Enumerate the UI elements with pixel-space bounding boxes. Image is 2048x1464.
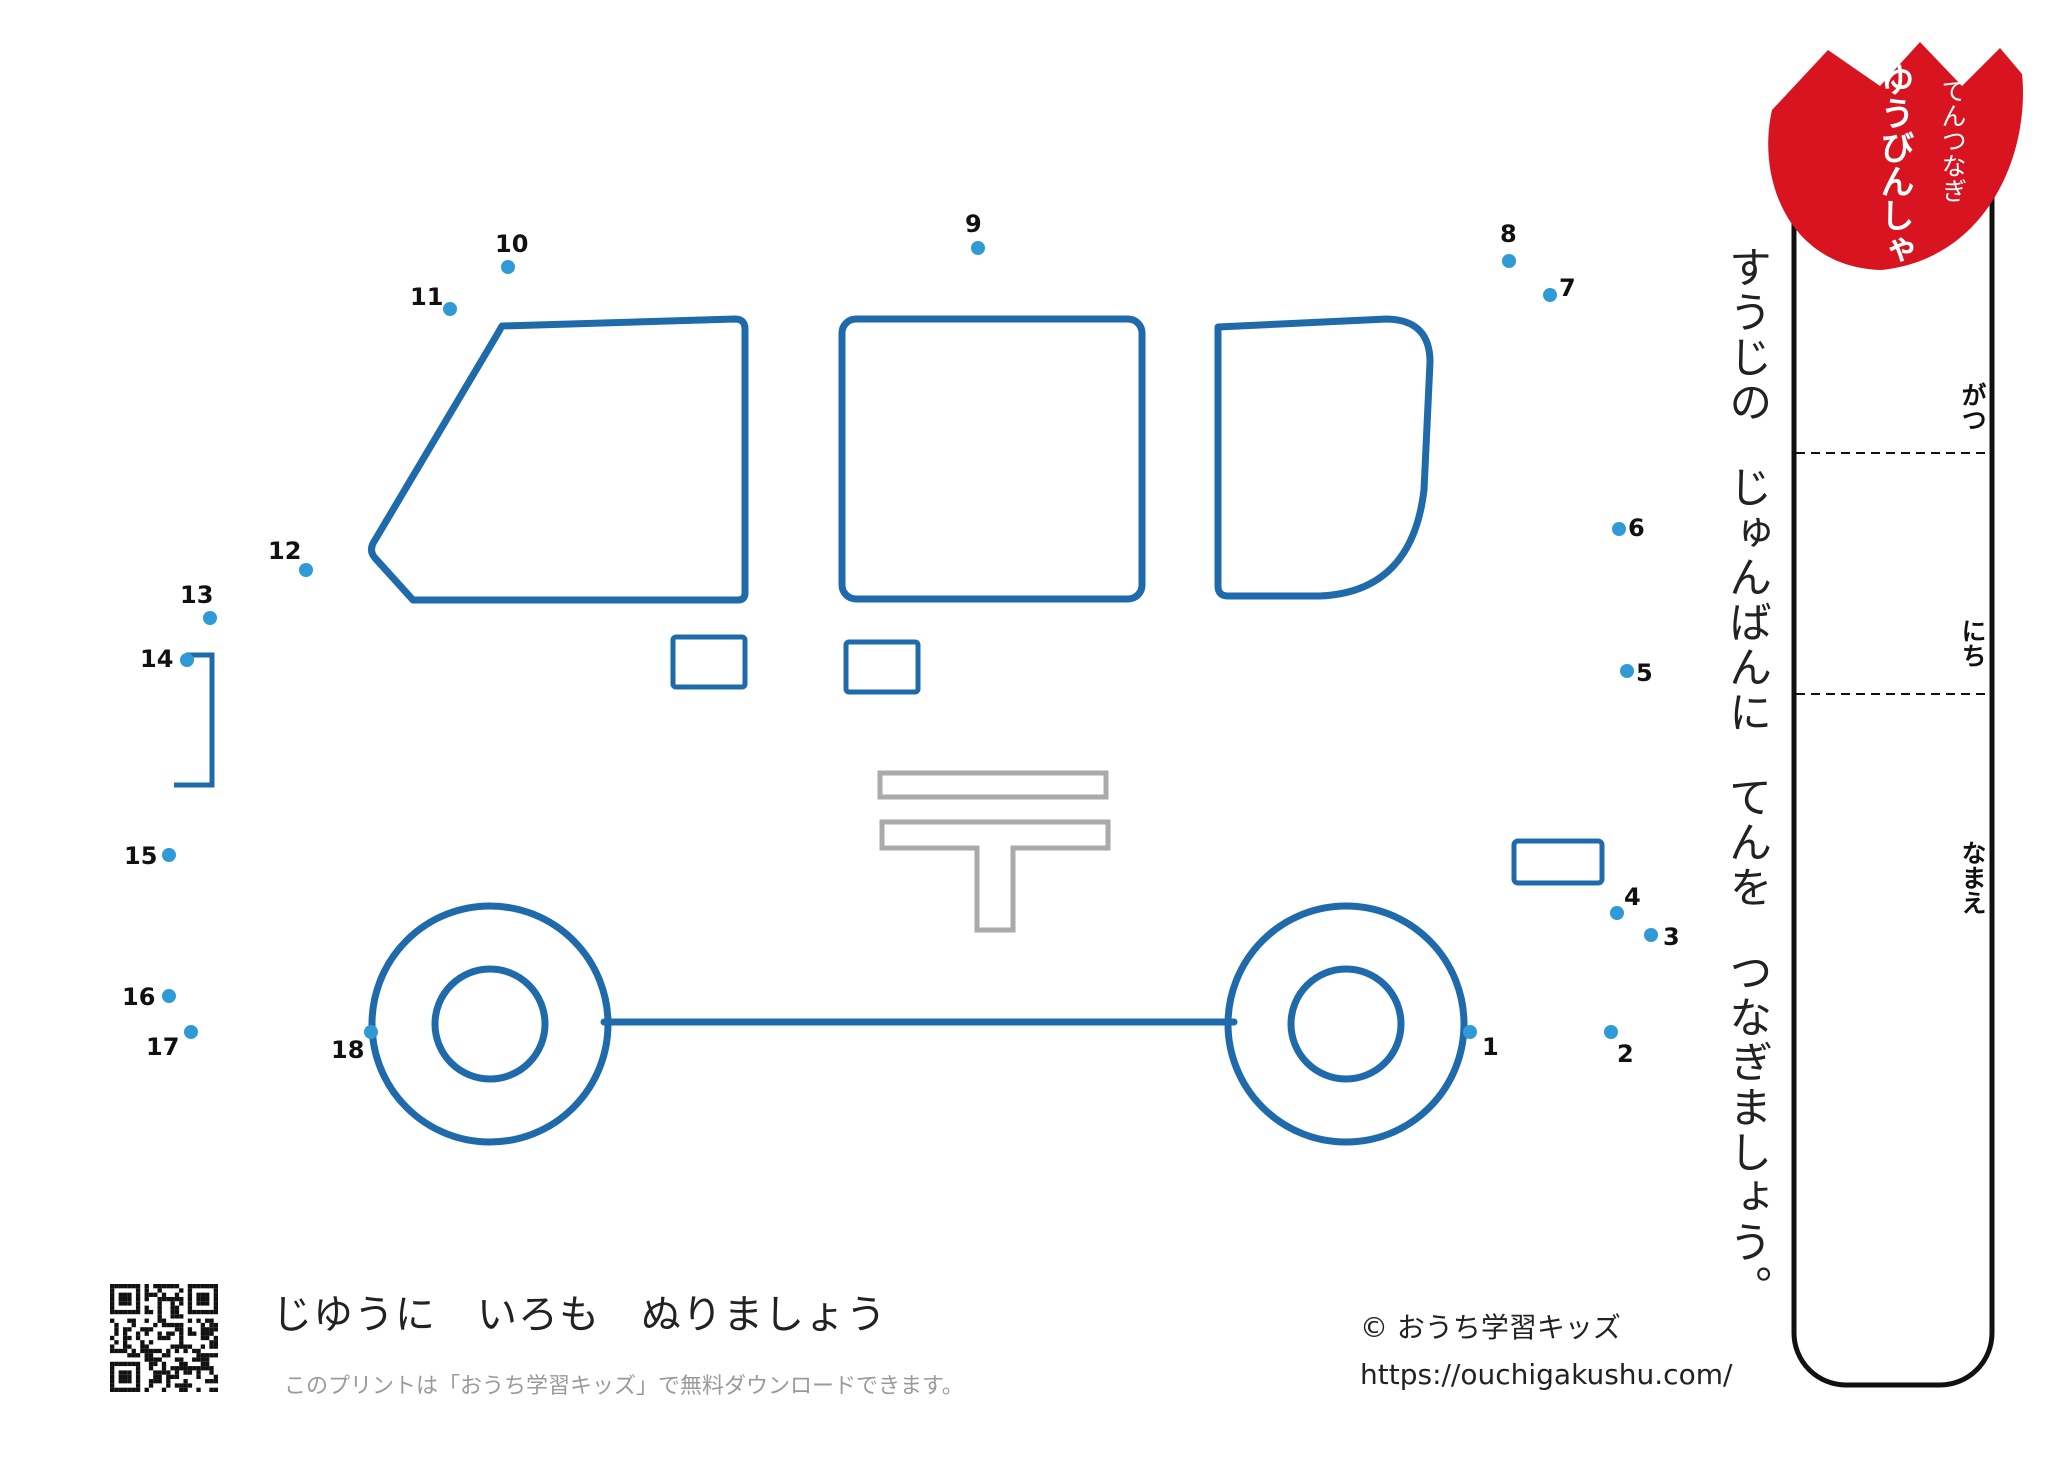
van-front-wheel-hub (431, 965, 549, 1083)
van-outline (174, 315, 1605, 1146)
dot-1 (1463, 1025, 1477, 1039)
dot-label-8: 8 (1500, 220, 1517, 248)
instruction-line-2: じゅんばんに (1721, 465, 1772, 735)
dot-label-7: 7 (1559, 274, 1576, 302)
dot-label-3: 3 (1663, 923, 1680, 951)
download-note: このプリントは「おうち学習キッズ」で無料ダウンロードできます。 (284, 1374, 964, 1399)
dot-label-15: 15 (124, 842, 157, 870)
dot-10 (501, 260, 515, 274)
instruction-line-3: てんを (1721, 775, 1772, 910)
dot-11 (443, 302, 457, 316)
van-rear-wheel-tire (1224, 902, 1468, 1146)
instruction-text: すうじのじゅんばんにてんをつなぎましょう。 (1720, 245, 1772, 1310)
dot-9 (971, 241, 985, 255)
copyright-text: © おうち学習キッズ (1360, 1311, 1621, 1344)
dot-12 (299, 563, 313, 577)
van-front-wheel-tire (368, 902, 612, 1146)
instruction-line-4: つなぎましょう。 (1721, 950, 1772, 1310)
qr-code-icon (110, 1284, 218, 1392)
van-rear-window (1214, 315, 1434, 600)
dot-label-9: 9 (965, 210, 982, 238)
dot-2 (1604, 1025, 1618, 1039)
dot-label-17: 17 (146, 1033, 179, 1061)
dot-label-4: 4 (1624, 883, 1641, 911)
dot-label-11: 11 (410, 283, 443, 311)
name-box-frame (1791, 137, 1995, 1388)
dot-4 (1610, 906, 1624, 920)
badge-subtitle: てんつなぎ (1938, 78, 1967, 203)
name-field-label: なまえ (1958, 840, 1987, 915)
van-door-handle-front (670, 634, 748, 690)
dot-8 (1502, 254, 1516, 268)
van-door-handle-middle (843, 639, 921, 695)
dot-13 (203, 611, 217, 625)
dot-18 (364, 1025, 378, 1039)
dot-label-1: 1 (1482, 1033, 1499, 1061)
instruction-line-1: すうじの (1721, 245, 1772, 425)
van-middle-window (838, 315, 1146, 603)
dot-label-6: 6 (1628, 514, 1645, 542)
van-bumper-bracket (174, 652, 215, 788)
dot-16 (162, 989, 176, 1003)
dot-label-18: 18 (331, 1036, 364, 1064)
van-rear-wheel-hub (1287, 965, 1405, 1083)
van-taillight (1511, 838, 1605, 886)
dot-label-14: 14 (140, 645, 173, 673)
dot-5 (1620, 664, 1634, 678)
coloring-prompt: じゆうに いろも ぬりましょう (272, 1292, 887, 1338)
dot-17 (184, 1025, 198, 1039)
dot-label-10: 10 (495, 230, 528, 258)
van-front-window (368, 315, 749, 604)
dot-label-5: 5 (1636, 659, 1653, 687)
dot-14 (180, 653, 194, 667)
dot-label-16: 16 (122, 983, 155, 1011)
day-field-label: にち (1958, 618, 1987, 668)
tulip-badge-icon (1768, 42, 2023, 270)
dot-label-13: 13 (180, 581, 213, 609)
dot-6 (1612, 522, 1626, 536)
site-url-link[interactable]: https://ouchigakushu.com/ (1360, 1358, 1733, 1391)
dot-15 (162, 848, 176, 862)
postal-mark-icon (877, 770, 1111, 933)
dot-7 (1543, 288, 1557, 302)
month-field-label: がつ (1958, 382, 1987, 432)
dot-label-2: 2 (1617, 1040, 1634, 1068)
badge-title: ゆうびんしゃ (1874, 62, 1914, 266)
dot-label-12: 12 (268, 537, 301, 565)
dot-3 (1644, 928, 1658, 942)
